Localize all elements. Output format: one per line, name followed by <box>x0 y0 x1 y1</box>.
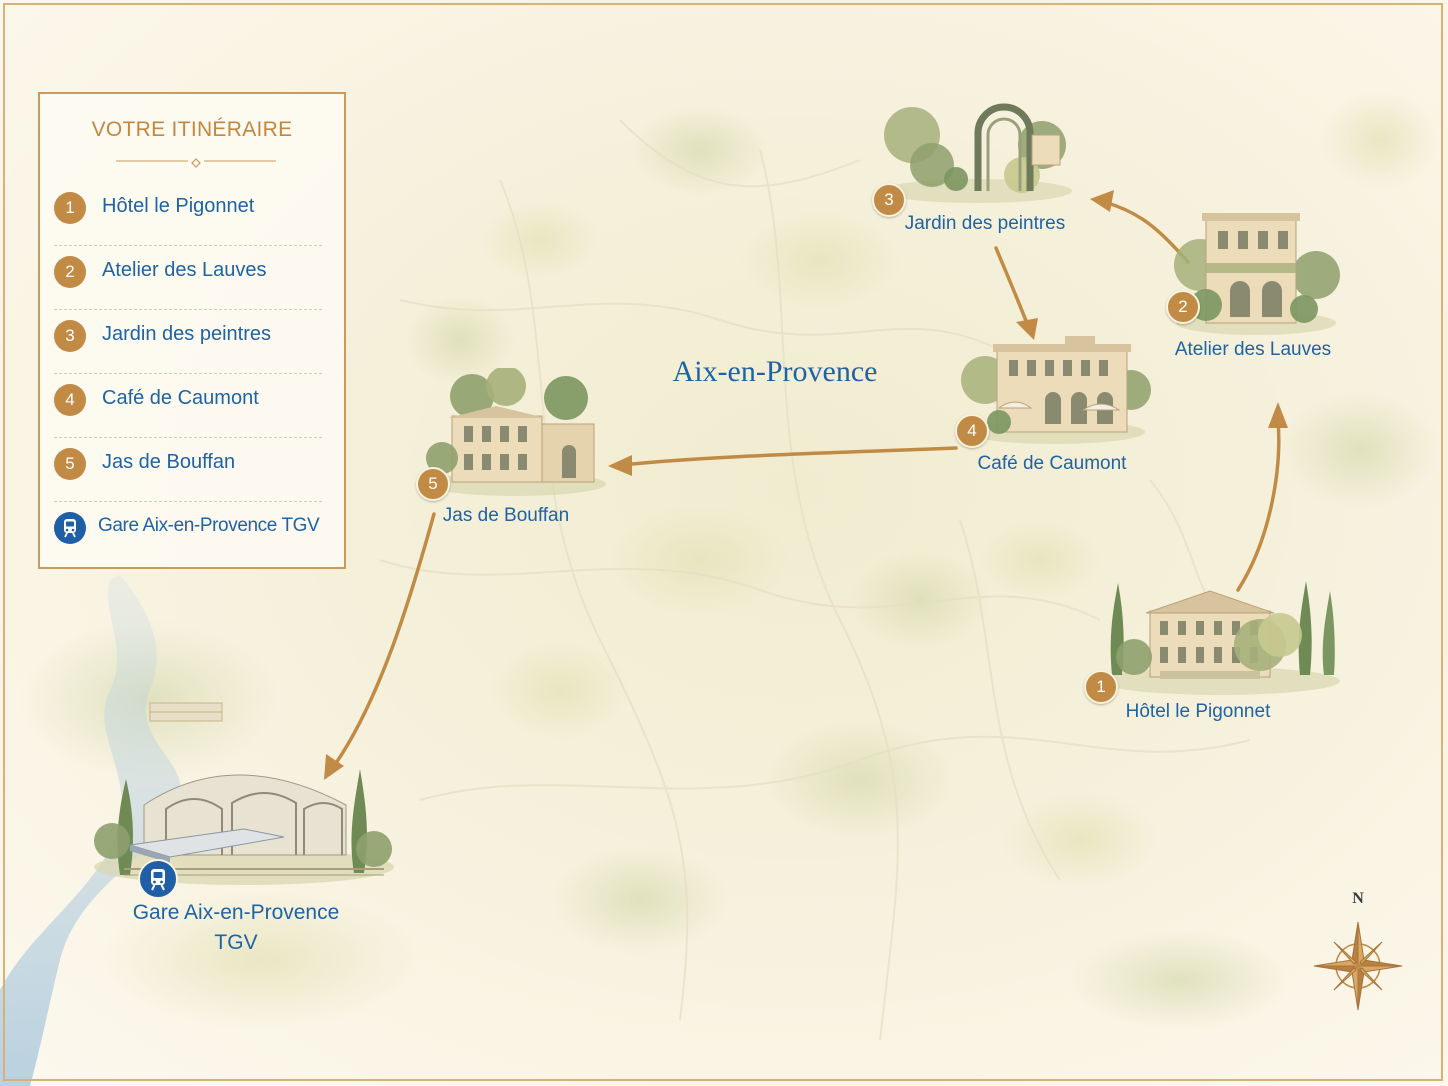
cafe-illustration <box>961 336 1151 444</box>
route-4-to-5 <box>620 446 958 467</box>
legend-item[interactable]: 2 Atelier des Lauves <box>54 246 322 310</box>
place-number-badge: 2 <box>1166 290 1200 324</box>
legend-item-label: Jas de Bouffan <box>102 451 236 473</box>
route-3-to-4 <box>994 246 1030 328</box>
legend-number-badge: 2 <box>54 256 86 288</box>
place-gare-aix-en-provence-tgv[interactable] <box>84 745 394 895</box>
legend-item-label: Café de Caumont <box>102 387 259 409</box>
place-number-badge: 3 <box>872 183 906 217</box>
station-illustration <box>94 769 394 885</box>
station-label: Gare Aix-en-Provence TGV <box>118 898 354 958</box>
place-jas-de-bouffan[interactable]: 5 Jas de Bouffan <box>416 368 616 533</box>
jas-de-bouffan-illustration <box>426 368 606 496</box>
compass-rose-icon: N <box>1306 890 1410 1020</box>
river <box>0 575 182 1086</box>
place-label: Atelier des Lauves <box>1174 339 1332 360</box>
train-icon <box>54 512 86 544</box>
hotel-illustration <box>1100 581 1340 695</box>
place-number-badge: 4 <box>955 414 989 448</box>
legend-item[interactable]: 1 Hôtel le Pigonnet <box>54 182 322 246</box>
legend-item-station[interactable]: Gare Aix-en-Provence TGV <box>54 502 322 565</box>
station-label-line1: Gare Aix-en-Provence <box>132 901 340 924</box>
legend-list: 1 Hôtel le Pigonnet 2 Atelier des Lauves… <box>54 182 322 565</box>
legend-number-badge: 3 <box>54 320 86 352</box>
place-label: Hôtel le Pigonnet <box>1125 701 1271 722</box>
legend-number-badge: 5 <box>54 448 86 480</box>
place-number-badge: 1 <box>1084 670 1118 704</box>
street-lines <box>379 119 1251 1041</box>
bridge <box>149 702 223 722</box>
legend-item-label: Hôtel le Pigonnet <box>102 195 255 217</box>
atelier-illustration <box>1174 213 1340 335</box>
legend-number-badge: 4 <box>54 384 86 416</box>
itinerary-legend: VOTRE ITINÉRAIRE 1 Hôtel le Pigonnet 2 A… <box>38 92 346 569</box>
place-label: Jas de Bouffan <box>442 505 570 526</box>
place-hotel-le-pigonnet[interactable]: 1 Hôtel le Pigonnet <box>1084 575 1350 725</box>
legend-divider-diamond <box>191 158 201 168</box>
route-lines <box>332 200 1281 768</box>
legend-title: VOTRE ITINÉRAIRE <box>91 118 293 141</box>
place-label: Jardin des peintres <box>904 213 1066 234</box>
place-cafe-de-caumont[interactable]: 4 Café de Caumont <box>955 330 1155 480</box>
terrain-patches <box>20 90 1440 1030</box>
place-jardin-des-peintres[interactable]: 3 Jardin des peintres <box>872 95 1082 240</box>
route-5-to-station <box>332 512 436 768</box>
legend-item[interactable]: 5 Jas de Bouffan <box>54 438 322 502</box>
legend-divider <box>116 160 276 162</box>
place-atelier-des-lauves[interactable]: 2 Atelier des Lauves <box>1166 205 1346 365</box>
route-arrowheads <box>324 190 1288 780</box>
legend-item-label: Gare Aix-en-Provence TGV <box>98 515 320 536</box>
jardin-illustration <box>882 103 1072 203</box>
legend-item[interactable]: 3 Jardin des peintres <box>54 310 322 374</box>
train-icon <box>138 859 178 899</box>
legend-item[interactable]: 4 Café de Caumont <box>54 374 322 438</box>
place-number-badge: 5 <box>416 467 450 501</box>
legend-item-label: Atelier des Lauves <box>102 259 267 281</box>
legend-item-label: Jardin des peintres <box>102 323 271 345</box>
compass-north-label: N <box>1352 890 1364 907</box>
city-label: Aix-en-Provence <box>672 355 878 388</box>
place-label: Café de Caumont <box>977 453 1127 474</box>
route-1-to-2 <box>1236 418 1281 592</box>
station-label-line2: TGV <box>214 931 258 954</box>
legend-number-badge: 1 <box>54 192 86 224</box>
